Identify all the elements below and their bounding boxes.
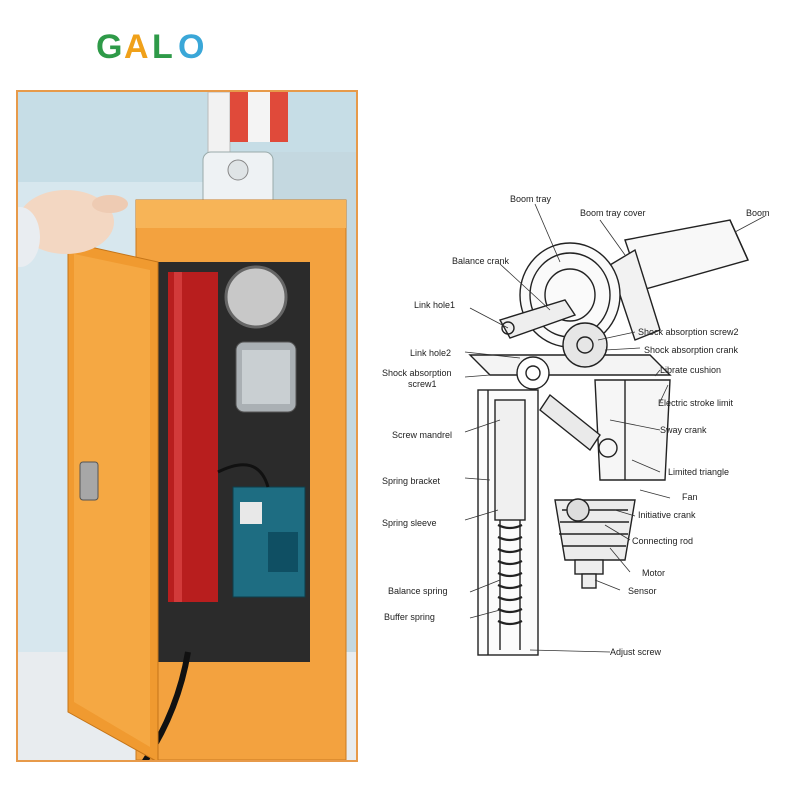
label-shock-absorption-screw1-line2: screw1: [408, 379, 437, 389]
label-boom-tray: Boom tray: [510, 194, 552, 204]
label-connecting-rod: Connecting rod: [632, 536, 694, 546]
label-screw-mandrel: Screw mandrel: [392, 430, 453, 440]
label-adjust-screw: Adjust screw: [610, 647, 662, 657]
label-shock-absorption-screw1-line1: Shock absorption: [382, 368, 452, 378]
label-shock-absorption-screw2: Shock absorption screw2: [638, 327, 739, 337]
label-initiative-crank: Initiative crank: [638, 510, 696, 520]
logo-letter-l: L: [152, 28, 176, 66]
label-link-hole2: Link hole2: [410, 348, 452, 358]
label-balance-crank: Balance crank: [452, 256, 510, 266]
barrier-gate-photo: [16, 90, 358, 762]
label-boom: Boom: [746, 208, 770, 218]
label-shock-absorption-crank: Shock absorption crank: [644, 345, 739, 355]
logo-letter-o: O: [178, 28, 207, 66]
label-librate-cushion: Librate cushion: [660, 365, 722, 375]
logo-letter-g: G: [96, 28, 125, 66]
mechanism-diagram: [464, 203, 766, 656]
label-spring-sleeve: Spring sleeve: [382, 518, 437, 528]
label-sway-crank: Sway crank: [660, 425, 707, 435]
label-electric-stroke-limit: Electric stroke limit: [658, 398, 734, 408]
label-spring-bracket: Spring bracket: [382, 476, 441, 486]
label-boom-tray-cover: Boom tray cover: [580, 208, 646, 218]
label-link-hole1: Link hole1: [414, 300, 456, 310]
label-buffer-spring: Buffer spring: [384, 612, 435, 622]
label-motor: Motor: [642, 568, 666, 578]
galo-logo: G A L O: [96, 28, 207, 66]
logo-letter-a: A: [124, 28, 152, 66]
cabinet-illustration: [18, 92, 356, 760]
label-limited-triangle: Limited triangle: [668, 467, 730, 477]
label-fan: Fan: [682, 492, 698, 502]
label-balance-spring: Balance spring: [388, 586, 448, 596]
label-sensor: Sensor: [628, 586, 657, 596]
